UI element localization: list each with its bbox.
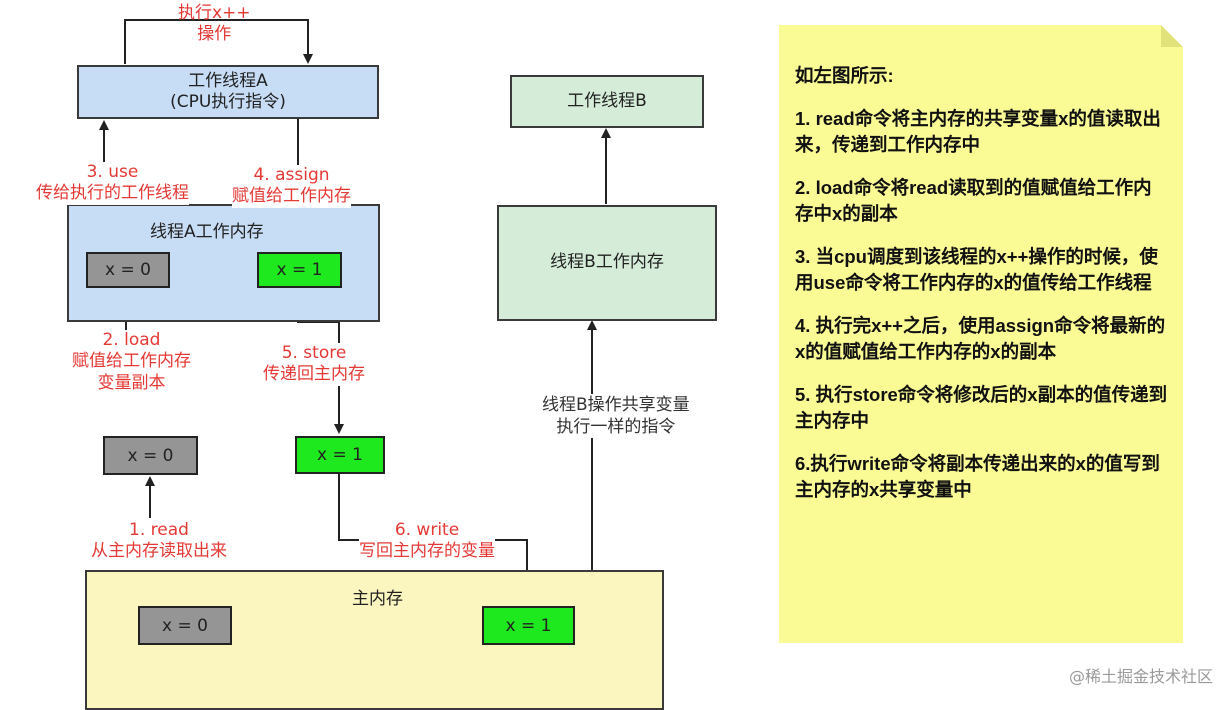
store-buffer-value: x = 1 — [295, 436, 385, 474]
note-text: 如左图所示: 1. read命令将主内存的共享变量x的值读取出来，传递到工作内存… — [795, 63, 1169, 520]
thread-a-memory-title: 线程A工作内存 — [150, 222, 264, 242]
note-item-5: 5. 执行store命令将修改后的x副本的值传递到主内存中 — [795, 384, 1168, 431]
increment-arrow — [124, 19, 313, 64]
thread-b-box: 工作线程B — [510, 75, 704, 128]
increment-label: 执行x++ 操作 — [178, 3, 251, 45]
use-label: 3. use 传给执行的工作线程 — [36, 162, 189, 205]
note-item-6: 6.执行write命令将副本传递出来的x的值写到主内存的x共享变量中 — [795, 453, 1160, 500]
thread-b-ops-label: 线程B操作共享变量 执行一样的指令 — [542, 394, 690, 439]
note-title: 如左图所示: — [795, 65, 894, 86]
read-buffer-value: x = 0 — [103, 436, 198, 475]
note-item-2: 2. load命令将read读取到的值赋值给工作内存中x的副本 — [795, 177, 1152, 224]
note-item-4: 4. 执行完x++之后，使用assign命令将最新的x的值赋值给工作内存的x的副… — [795, 315, 1166, 362]
store-label: 5. store 传递回主内存 — [263, 343, 365, 386]
read-label: 1. read 从主内存读取出来 — [91, 520, 227, 563]
thread-a-box: 工作线程A (CPU执行指令) — [77, 65, 379, 119]
main-memory-title: 主内存 — [352, 589, 403, 609]
main-memory-x-old: x = 0 — [138, 606, 232, 645]
note-item-3: 3. 当cpu调度到该线程的x++操作的时候，使用use命令将工作内存的x的值传… — [795, 246, 1158, 293]
watermark: @稀土掘金技术社区 — [1068, 667, 1213, 686]
note-fold-corner — [1161, 25, 1183, 47]
explanation-note: 如左图所示: 1. read命令将主内存的共享变量x的值读取出来，传递到工作内存… — [779, 25, 1183, 643]
assign-label: 4. assign 赋值给工作内存 — [232, 165, 351, 208]
load-label: 2. load 赋值给工作内存 变量副本 — [72, 330, 191, 394]
thread-a-x-copy-new: x = 1 — [257, 252, 342, 288]
thread-a-x-copy-old: x = 0 — [86, 252, 170, 288]
thread-b-memory-box: 线程B工作内存 — [497, 205, 717, 321]
main-memory-x-new: x = 1 — [482, 606, 575, 645]
write-label: 6. write 写回主内存的变量 — [359, 520, 495, 563]
note-item-1: 1. read命令将主内存的共享变量x的值读取出来，传递到工作内存中 — [795, 108, 1161, 155]
